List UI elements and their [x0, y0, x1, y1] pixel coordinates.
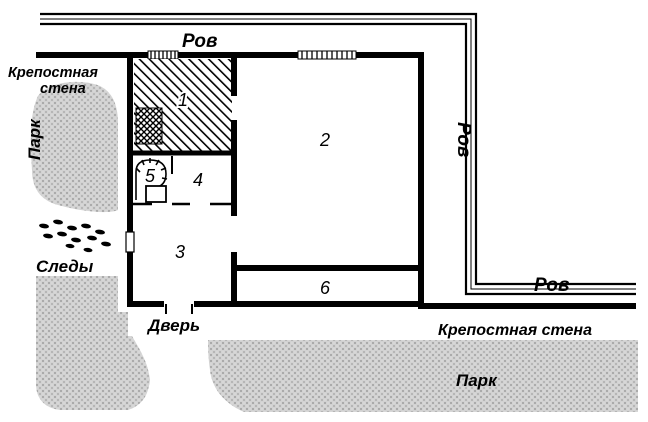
park-left-lower-area	[36, 276, 150, 410]
room-5-number: 5	[145, 166, 156, 186]
room-1-number: 1	[178, 90, 188, 110]
room-1-crosshatch	[135, 107, 163, 145]
park-bottom-area	[208, 340, 638, 412]
moat	[40, 12, 636, 296]
window-room2	[297, 50, 357, 60]
label-fortress-wall-left-2: стена	[40, 81, 86, 97]
label-moat-right: Ров	[453, 122, 474, 158]
window-room1	[147, 50, 179, 60]
park-left-area	[30, 81, 119, 213]
label-fortress-wall-left-1: Крепостная	[8, 65, 98, 81]
room-2-number: 2	[319, 130, 330, 150]
label-footprints: Следы	[36, 257, 94, 276]
room-4-number: 4	[193, 170, 203, 190]
room-6-number: 6	[320, 278, 331, 298]
label-door: Дверь	[146, 316, 200, 335]
footprints	[39, 219, 111, 253]
label-park-bottom: Парк	[456, 371, 498, 390]
label-moat-top: Ров	[182, 31, 218, 52]
room-3-number: 3	[175, 242, 185, 262]
label-moat-bottom: Ров	[534, 275, 570, 296]
spiral-staircase	[135, 158, 168, 203]
label-fortress-wall-bottom: Крепостная стена	[438, 322, 592, 339]
label-park-left: Парк	[25, 118, 44, 160]
window-room3	[125, 231, 135, 253]
